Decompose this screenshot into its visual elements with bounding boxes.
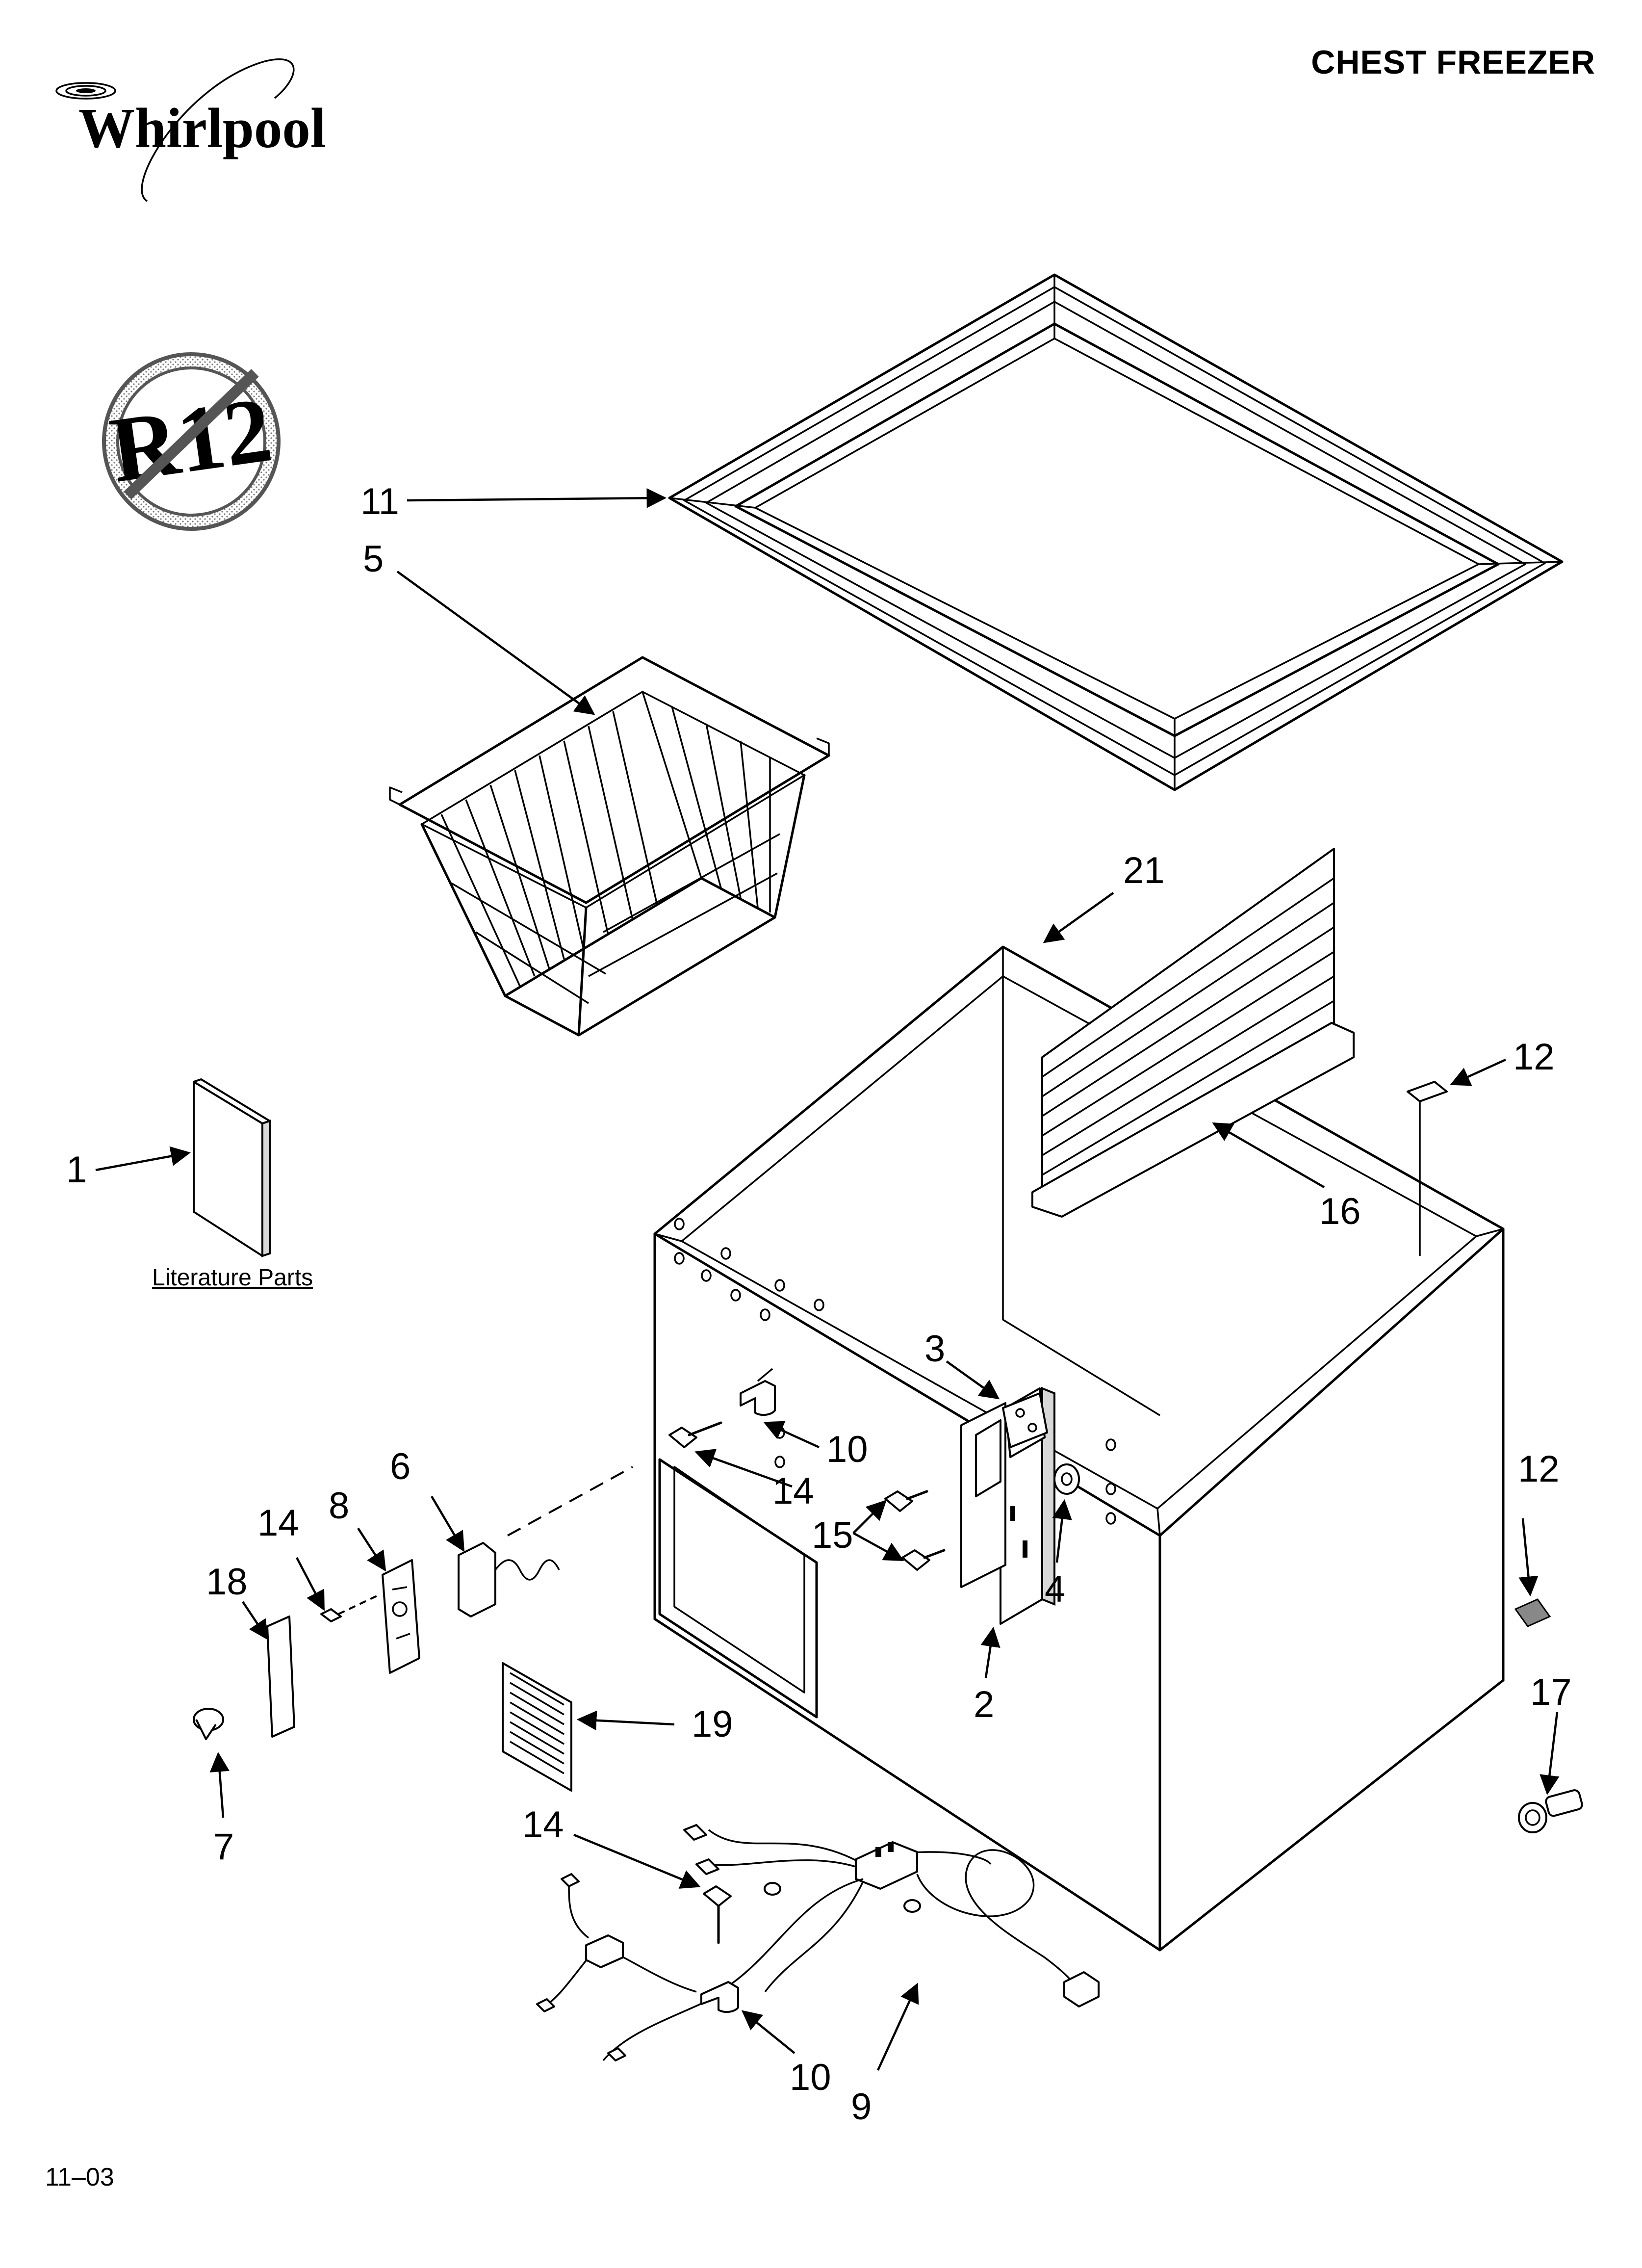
callout-2: 2: [974, 1684, 994, 1725]
callout-10b: 10: [790, 2057, 831, 2098]
callout-11: 11: [360, 481, 399, 522]
wire-basket-part-5: [389, 656, 830, 1037]
label-part-12-upper: [1407, 1081, 1448, 1102]
relay-part-6: [458, 1466, 633, 1617]
callout-18: 18: [206, 1561, 248, 1603]
leader-lines: [95, 488, 1560, 2071]
hinge-bracket-part-3: [1002, 1392, 1048, 1448]
divider-panel-part-16: [1031, 848, 1355, 1218]
callout-8: 8: [329, 1485, 349, 1527]
grille-part-19: [502, 1662, 572, 1792]
screw-part-14-left: [320, 1593, 381, 1622]
callout-15: 15: [812, 1514, 853, 1556]
callout-21: 21: [1123, 850, 1165, 891]
page-title: CHEST FREEZER: [1311, 44, 1595, 81]
callout-14b: 14: [257, 1502, 299, 1544]
screw-part-14-lower: [703, 1885, 732, 1944]
label-part-12-lower: [1514, 1598, 1551, 1627]
callout-7: 7: [213, 1826, 234, 1868]
callout-4: 4: [1045, 1568, 1065, 1610]
clamp-part-10-upper: [740, 1368, 776, 1416]
no-r12-badge: R12: [102, 352, 281, 531]
callout-5: 5: [363, 538, 384, 580]
brand-wordmark: Whirlpool: [78, 97, 326, 159]
knob-part-7: [193, 1708, 224, 1740]
screws-part-15: [884, 1490, 946, 1571]
callout-17: 17: [1530, 1671, 1572, 1713]
whirlpool-logo: Whirlpool: [55, 58, 326, 202]
callout-14c: 14: [522, 1804, 564, 1846]
callout-3: 3: [924, 1328, 945, 1370]
callout-12b: 12: [1518, 1448, 1560, 1490]
callout-9: 9: [851, 2086, 872, 2128]
callout-16: 16: [1319, 1191, 1361, 1232]
fitting-part-17: [1518, 1789, 1583, 1833]
bushing-part-4: [1053, 1463, 1080, 1495]
control-plate-part-8: [382, 1559, 420, 1674]
screw-part-14-upper: [668, 1421, 722, 1448]
literature-booklet-part-1: Literature Parts: [152, 1078, 313, 1291]
callout-6: 6: [390, 1446, 410, 1487]
revision-code: 11–03: [45, 2163, 114, 2191]
callout-10a: 10: [826, 1429, 868, 1470]
lid-gasket-part-11: [668, 273, 1564, 791]
strip-part-18: [266, 1616, 295, 1738]
callout-1: 1: [66, 1149, 87, 1191]
callout-14a: 14: [772, 1470, 814, 1512]
clamp-part-10-lower: [700, 1981, 739, 2013]
callout-numbers: 11 5 21 12 1 16 3 10 14 6 12 14 8 15 4 1…: [66, 481, 1572, 2128]
callout-12a: 12: [1513, 1036, 1555, 1078]
wiring-harness-part-9: [536, 1824, 1100, 2061]
literature-parts-label: Literature Parts: [152, 1265, 313, 1291]
callout-19: 19: [692, 1703, 733, 1745]
